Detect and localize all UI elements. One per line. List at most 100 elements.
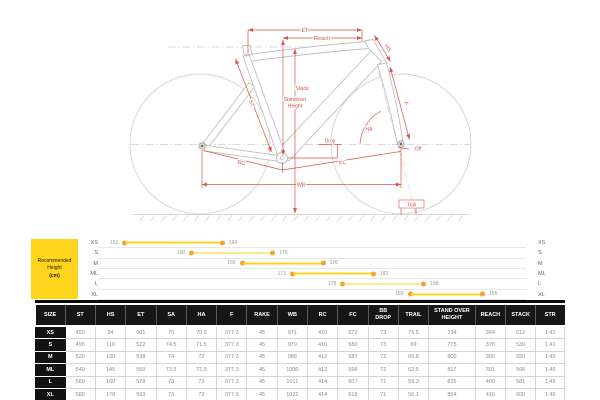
geometry-value-cell: 45	[246, 363, 278, 377]
geometry-value-cell: 1.45	[535, 350, 565, 365]
column-header: SIZE	[35, 305, 66, 327]
geometry-value-cell: 835	[428, 375, 476, 389]
geometry-value-cell: 375	[474, 338, 507, 352]
range-line	[192, 252, 273, 254]
range-dot-right	[219, 240, 225, 246]
range-line	[242, 262, 323, 265]
geometry-value-cell: 110	[94, 338, 127, 352]
column-header: REACH	[475, 305, 507, 327]
column-header: TRAIL	[398, 305, 430, 327]
geometry-value-cell: 581	[505, 375, 537, 389]
height-from-value: 172	[277, 270, 287, 277]
size-label-left: XS	[90, 240, 98, 247]
height-track: 186 195	[98, 290, 526, 300]
range-dot-right	[270, 250, 276, 256]
geometry-value-cell: 414	[306, 375, 339, 389]
height-row: S 160 170 S	[0, 248, 600, 259]
range-line	[293, 272, 373, 275]
bottom-bracket-axle	[279, 155, 285, 161]
geometry-value-cell: 377.3	[216, 387, 248, 400]
geometry-value-cell: 72	[185, 350, 218, 365]
front-axle	[399, 142, 403, 146]
height-row: ML 172 182 ML	[0, 269, 600, 280]
height-to-value: 170	[279, 249, 288, 256]
recommended-height-chart: XS 152 164 XS S 160 170 S M 166	[0, 238, 600, 300]
height-to-value: 195	[489, 291, 498, 298]
seat-stays	[202, 81, 256, 148]
geometry-value-cell: 1000	[276, 363, 308, 377]
geometry-value-cell: 1.41	[535, 338, 565, 352]
column-header: HA	[186, 305, 218, 327]
geometry-value-cell: 971	[276, 325, 308, 340]
ground-hatching	[139, 215, 464, 222]
geometry-value-cell: 817	[428, 363, 476, 377]
geometry-value-cell: 450	[64, 325, 96, 340]
height-to-value: 188	[430, 280, 439, 287]
height-row: XS 152 164 XS	[0, 238, 600, 249]
geometry-value-cell: 377.3	[216, 375, 248, 389]
size-cell: XL	[35, 387, 66, 400]
geometry-value-cell: 145	[94, 363, 127, 377]
column-header: STAND OVER HEIGHT	[428, 305, 476, 327]
dim-label-st: ST	[247, 99, 255, 108]
top-tube	[244, 41, 371, 62]
geometry-value-cell: 530	[505, 338, 537, 352]
size-label-left: S	[94, 250, 98, 257]
size-label-left: M	[93, 260, 98, 267]
size-cell: ML	[35, 363, 66, 377]
dim-label-stack: Stack	[295, 86, 309, 92]
range-line	[125, 241, 222, 244]
geometry-value-cell: 501	[125, 325, 157, 340]
recommended-height-box: Recommended Height (cm)	[31, 239, 78, 299]
dim-label-standover-2: Height	[288, 104, 303, 110]
size-label-left: ML	[90, 271, 98, 278]
geometry-value-cell: 377.3	[216, 325, 248, 340]
column-header: RC	[307, 305, 339, 327]
geometry-value-cell: 607	[337, 375, 369, 389]
height-from-value: 178	[328, 280, 337, 287]
height-row: XL 186 195 XL	[0, 290, 600, 300]
height-range-bar	[189, 250, 276, 256]
size-cell: L	[35, 375, 66, 389]
geometry-value-cell: 45	[246, 338, 278, 352]
range-dot-right	[370, 271, 376, 277]
geometry-value-cell: 979	[276, 338, 308, 352]
geometry-value-cell: 73	[155, 375, 187, 389]
geometry-value-cell: 522	[125, 338, 157, 352]
geometry-value-cell: 377.3	[216, 338, 248, 352]
geometry-value-cell: 600	[505, 387, 537, 400]
column-header: WB	[277, 305, 308, 327]
range-dot-left	[239, 260, 245, 266]
dimension-lines	[201, 28, 425, 215]
geometry-value-cell: 70.5	[185, 325, 218, 340]
geometry-value-cell: 618	[337, 387, 369, 400]
range-dot-left	[407, 291, 413, 297]
size-label-right: L	[538, 281, 542, 288]
size-label-left: L	[94, 281, 98, 288]
geometry-value-cell: 412	[306, 363, 339, 377]
geometry-value-cell: 596	[337, 363, 369, 377]
height-track: 178 188	[98, 279, 526, 290]
geometry-value-cell: 572	[337, 325, 369, 340]
dim-label-drop: Drop	[325, 139, 336, 145]
geometry-value-cell: 377.3	[216, 363, 248, 377]
range-line	[343, 283, 424, 285]
height-from-value: 152	[109, 239, 119, 246]
height-rows: XS 152 164 XS S 160 170 S M 166	[0, 238, 600, 300]
size-cell: M	[35, 350, 66, 365]
height-range-bar	[290, 271, 376, 277]
geometry-value-cell: 734	[428, 325, 476, 340]
bike-geometry-diagram: ET Reach HS Stack Standover Height ST F …	[129, 27, 472, 222]
range-line	[410, 293, 483, 296]
dim-label-off: Off	[415, 147, 422, 153]
height-range-bar	[239, 260, 326, 266]
dim-label-rc: RC	[237, 160, 246, 168]
geometry-value-cell: 854	[428, 387, 476, 400]
column-header: STR	[535, 305, 565, 327]
height-from-value: 160	[176, 249, 186, 256]
geometry-value-cell: 69	[397, 338, 430, 352]
